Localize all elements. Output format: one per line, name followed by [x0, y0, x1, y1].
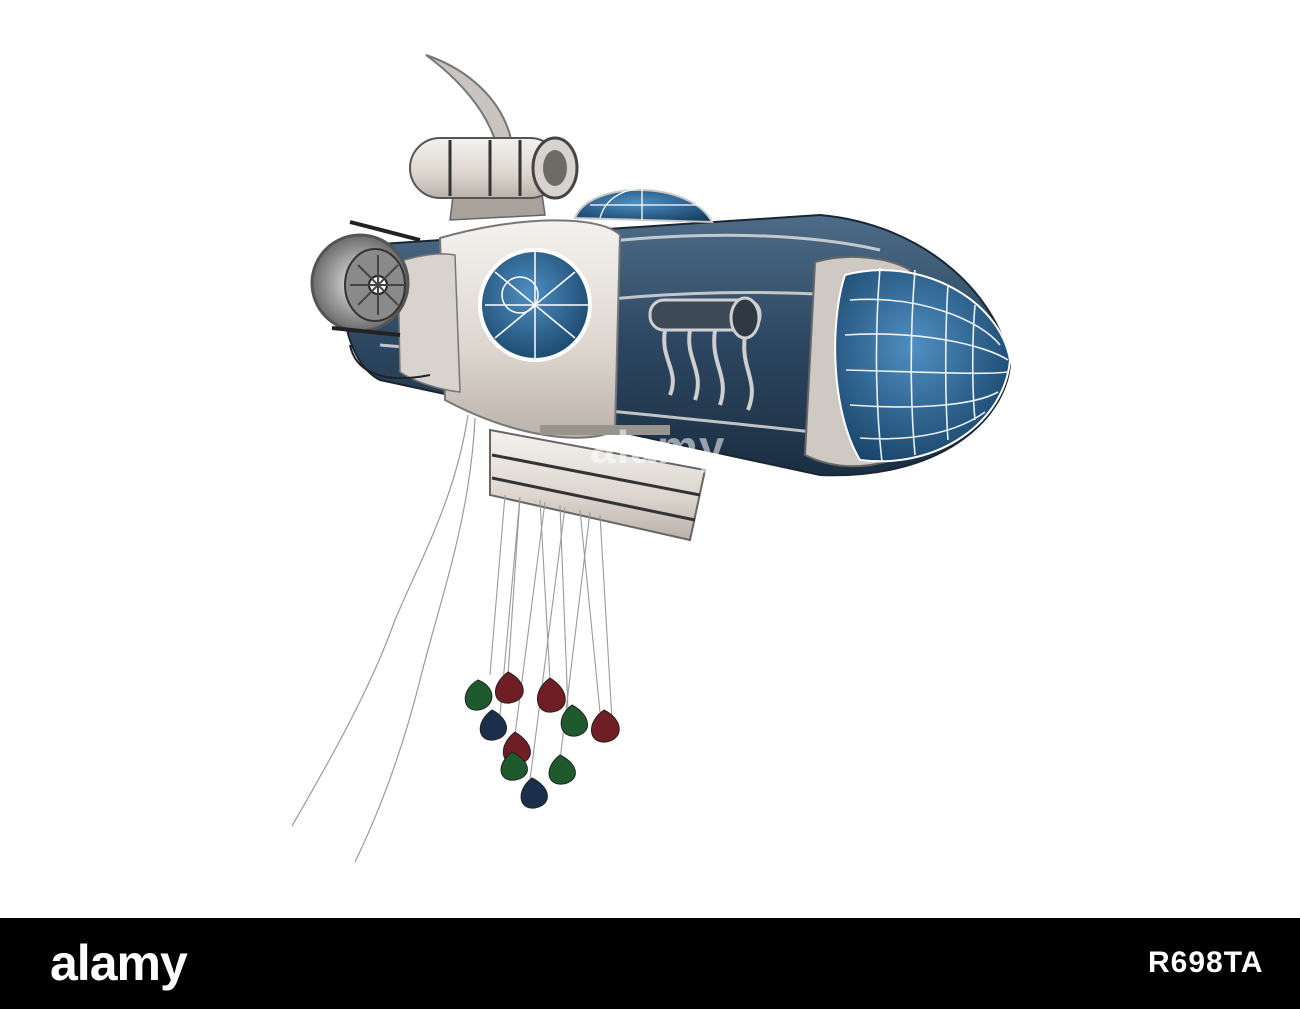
- tether-lines: [291, 414, 476, 863]
- balloon-strings: [489, 494, 613, 781]
- top-engine-pod: [409, 136, 579, 200]
- airship-hull: [342, 187, 1012, 477]
- image-id: R698TA: [1148, 946, 1264, 979]
- gondola: [489, 425, 707, 542]
- ballast-balloons: [464, 671, 620, 809]
- rear-fan: [310, 220, 431, 380]
- side-vents: [662, 329, 754, 411]
- alamy-logo: alamy: [50, 935, 188, 991]
- top-dome-window: [573, 189, 714, 224]
- photo-area: alamy: [291, 54, 1012, 863]
- airship-illustration: [291, 54, 1012, 863]
- footer-bar: alamy R698TA: [0, 918, 1300, 1009]
